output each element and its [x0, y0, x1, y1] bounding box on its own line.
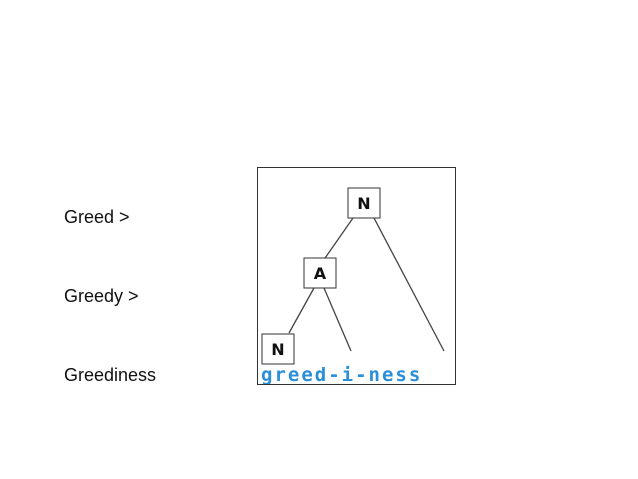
- branch-a-to-i: [323, 287, 352, 352]
- tree-node-leaf-label: N: [271, 340, 284, 359]
- label-greediness: Greediness: [64, 365, 157, 385]
- tree-node-leaf: N: [261, 333, 295, 365]
- tree-node-root-label: N: [357, 194, 370, 213]
- branch-n-to-ness: [373, 217, 445, 352]
- label-greed: Greed >: [64, 207, 130, 227]
- tree-node-root: N: [347, 187, 381, 219]
- morphology-tree-frame: N A N greed-i-ness: [257, 167, 456, 385]
- morphology-tree: N A N greed-i-ness: [261, 187, 445, 384]
- tree-node-a-label: A: [314, 264, 327, 283]
- label-greedy: Greedy >: [64, 286, 139, 306]
- branch-a-to-n: [288, 287, 315, 334]
- tree-node-a: A: [303, 257, 337, 289]
- segmented-word: greed-i-ness: [261, 364, 422, 384]
- branch-n-to-a: [322, 217, 354, 262]
